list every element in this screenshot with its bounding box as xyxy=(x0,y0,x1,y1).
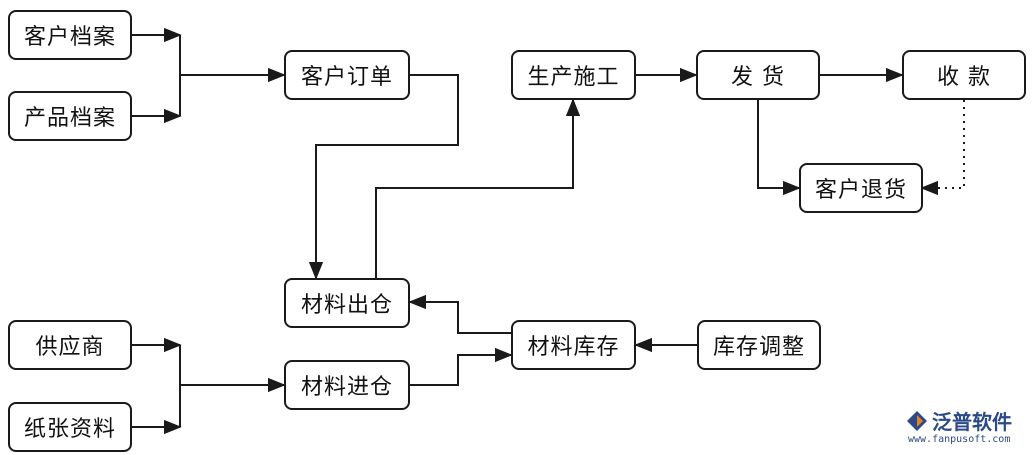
node-customer-order: 客户订单 xyxy=(284,50,410,100)
logo-url: www.fanpusoft.com xyxy=(908,434,1011,445)
node-shipping: 发 货 xyxy=(696,50,820,100)
arrow-order-to-material-out xyxy=(308,74,459,280)
node-product-file: 产品档案 xyxy=(8,91,132,141)
arrow-payment-to-return-dotted xyxy=(920,100,965,196)
arrow-material-in-to-stock xyxy=(408,347,513,386)
node-material-stock: 材料库存 xyxy=(511,320,636,370)
logo-mark-icon xyxy=(907,411,927,431)
node-material-in: 材料进仓 xyxy=(284,360,410,410)
node-customer-return: 客户退货 xyxy=(799,163,923,213)
node-supplier: 供应商 xyxy=(8,320,132,370)
arrow-shipping-to-return xyxy=(757,100,801,196)
arrow-material-out-to-production xyxy=(375,98,581,278)
node-paper-info: 纸张资料 xyxy=(8,402,132,452)
node-production: 生产施工 xyxy=(511,50,636,100)
logo-name: 泛普软件 xyxy=(932,410,1012,434)
fanpu-logo: 泛普软件 www.fanpusoft.com xyxy=(898,404,1028,450)
node-payment: 收 款 xyxy=(902,50,1026,100)
node-stock-adjust: 库存调整 xyxy=(697,320,821,370)
node-material-out: 材料出仓 xyxy=(284,278,410,328)
node-customer-file: 客户档案 xyxy=(8,10,132,60)
arrow-stock-to-material-out xyxy=(408,294,511,334)
